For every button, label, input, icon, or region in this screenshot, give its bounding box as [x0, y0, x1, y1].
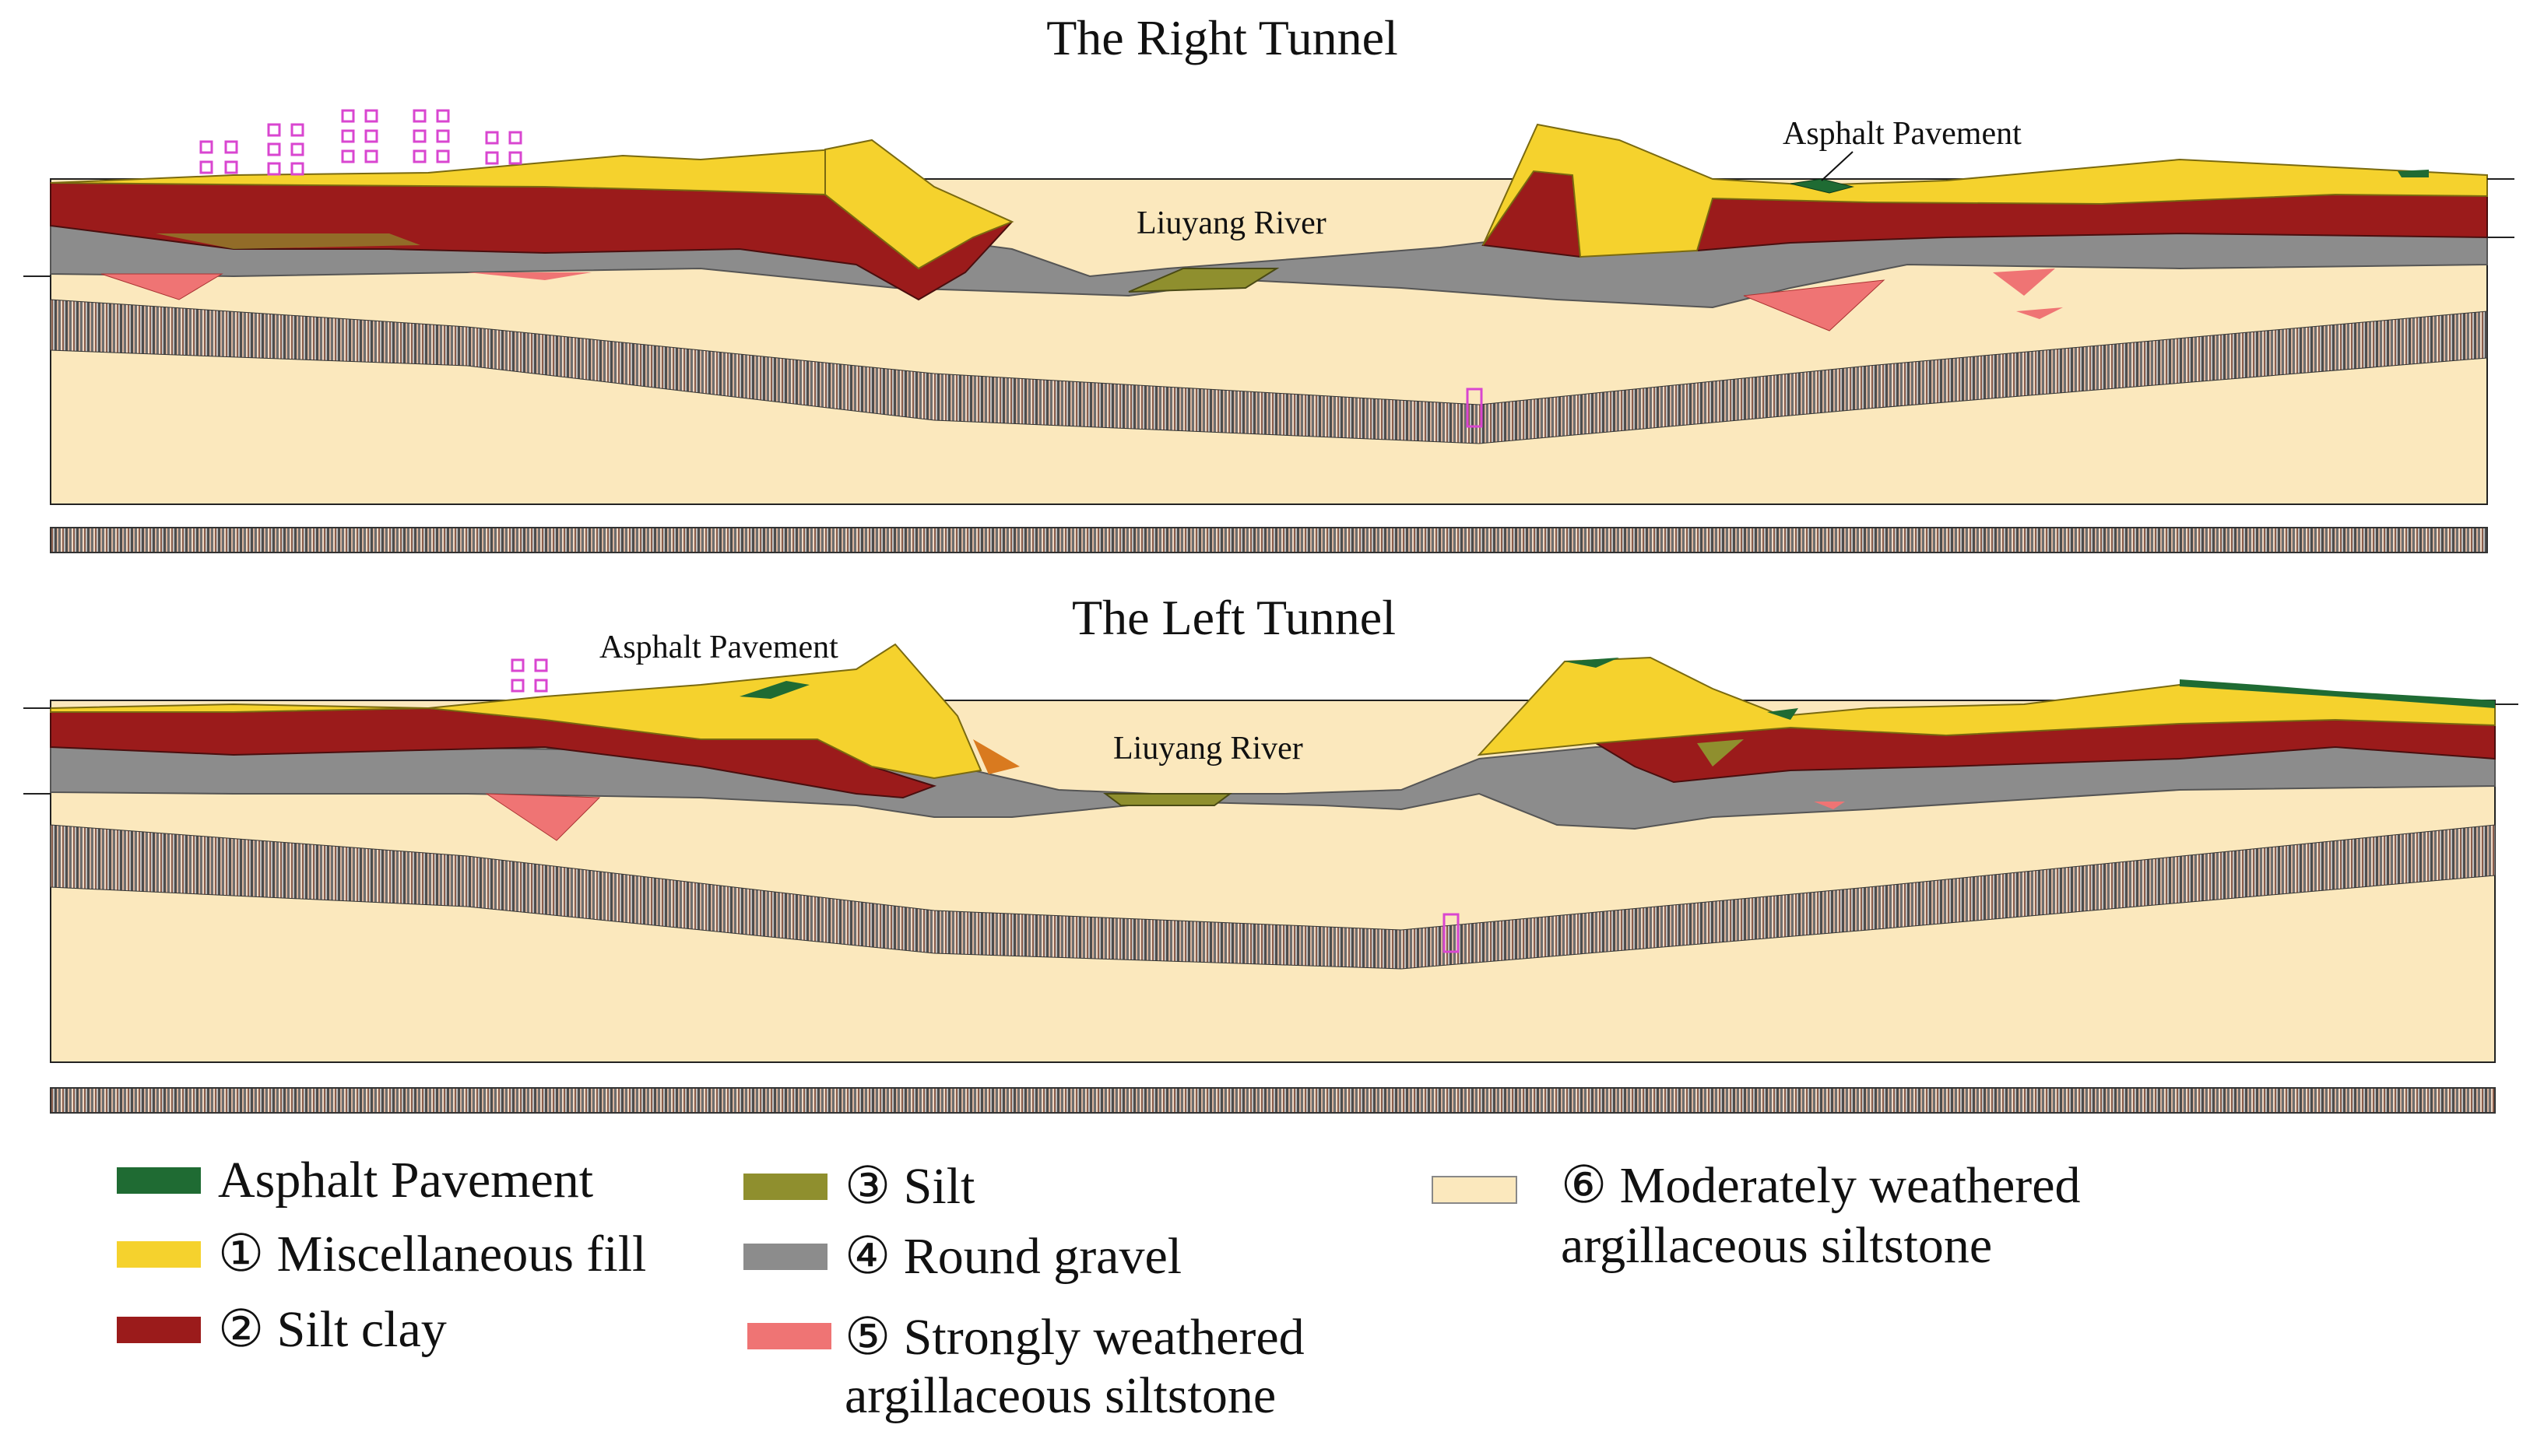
legend-label-clay: ② Silt clay	[218, 1301, 447, 1358]
right-fill-layer-hill	[824, 139, 1014, 270]
left-asphalt-label: Asphalt Pavement	[599, 630, 838, 665]
legend-label-gravel: ④ Round gravel	[845, 1228, 1182, 1285]
legend-label-silt: ③ Silt	[845, 1158, 975, 1215]
legend-label-strong-2: argillaceous siltstone	[845, 1367, 1276, 1424]
right-strong-weathered-lens-3	[1743, 279, 1885, 332]
right-silt-lens-west	[156, 233, 420, 249]
left-asphalt-strip	[2180, 679, 2495, 708]
right-tunnel-band	[50, 299, 2488, 444]
legend-swatch-asphalt	[117, 1167, 201, 1194]
legend-label-fill: ① Miscellaneous fill	[218, 1226, 646, 1282]
right-asphalt-patch	[1790, 178, 1854, 194]
right-strong-weathered-lens-5	[2016, 307, 2063, 319]
left-buildings-icon	[511, 658, 548, 693]
legend-swatch-moderate	[1432, 1176, 1517, 1204]
legend-swatch-fill	[117, 1241, 201, 1268]
left-station-marker	[1442, 913, 1460, 953]
right-asphalt-label: Asphalt Pavement	[1783, 116, 2022, 152]
legend-swatch-strong	[747, 1323, 831, 1349]
legend-swatch-gravel	[743, 1244, 828, 1270]
right-tunnel-plan-band	[50, 527, 2488, 553]
right-river-label: Liuyang River	[1137, 205, 1326, 241]
right-tunnel-title: The Right Tunnel	[1046, 10, 1398, 65]
legend-label-strong-1: ⑤ Strongly weathered	[845, 1309, 1305, 1366]
left-strong-weathered-lens-2	[1814, 802, 1845, 809]
legend-label-moderate-1: ⑥ Moderately weathered	[1561, 1157, 2081, 1214]
legend-swatch-clay	[117, 1317, 201, 1343]
legend-swatch-silt	[743, 1174, 828, 1200]
left-silt-lens-east	[1697, 739, 1744, 767]
left-asphalt-patch-2	[1565, 658, 1619, 668]
legend-label-asphalt: Asphalt Pavement	[218, 1152, 593, 1209]
right-asphalt-patch-east	[2398, 170, 2429, 177]
left-asphalt-patch-1	[740, 681, 810, 699]
left-silt-lens	[1103, 793, 1232, 806]
left-asphalt-patch-3	[1767, 708, 1798, 720]
right-fill-layer-east	[1482, 123, 2488, 258]
left-fill-layer-west	[50, 643, 982, 780]
left-tunnel-band	[50, 824, 2496, 970]
right-station-marker	[1466, 388, 1483, 428]
left-orange-lens	[973, 739, 1020, 774]
right-buildings-icon	[199, 109, 522, 176]
right-strong-weathered-lens-4	[1993, 268, 2055, 296]
left-strong-weathered-lens-1	[485, 793, 601, 841]
right-asphalt-leader	[1821, 151, 1854, 181]
legend: Asphalt Pavement ① Miscellaneous fill ② …	[117, 1152, 2081, 1424]
legend-label-moderate-2: argillaceous siltstone	[1561, 1217, 1992, 1274]
left-tunnel-section: The Left Tunnel	[23, 590, 2518, 1063]
right-strong-weathered-lens-1	[100, 273, 223, 300]
left-tunnel-plan-band	[50, 1087, 2496, 1114]
left-river-label: Liuyang River	[1113, 731, 1303, 767]
left-tunnel-title: The Left Tunnel	[1072, 590, 1396, 645]
right-strong-weathered-lens-2	[467, 272, 592, 280]
right-silt-lens	[1128, 268, 1280, 293]
right-tunnel-section: The Right Tunnel	[23, 10, 2514, 505]
